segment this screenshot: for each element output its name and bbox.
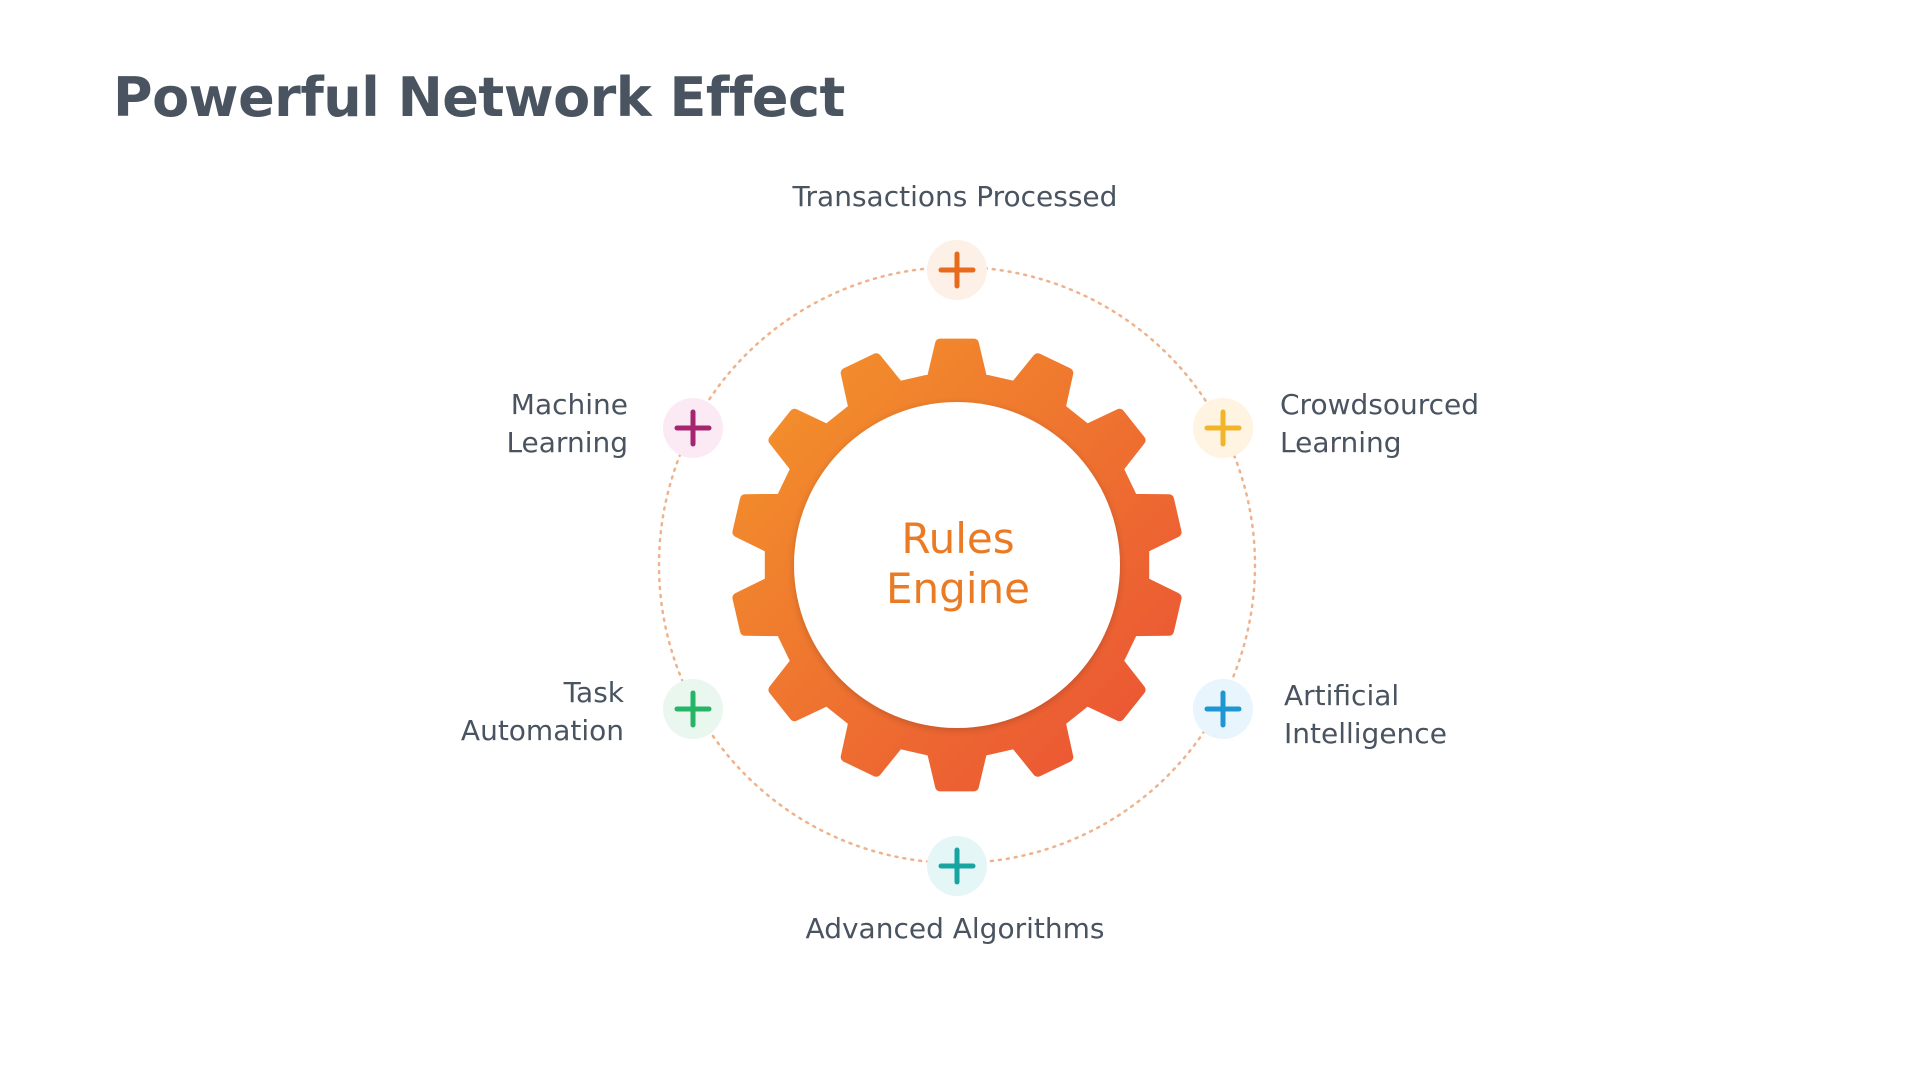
node-left-upper-ml[interactable] — [663, 398, 723, 458]
node-bottom-algorithms[interactable] — [927, 836, 987, 896]
center-label-line1: Rules — [901, 514, 1015, 563]
slide-title: Powerful Network Effect — [113, 66, 845, 129]
label-crowdsourced-learning: Crowdsourced Learning — [1280, 386, 1479, 462]
plus-icon — [1204, 690, 1242, 728]
plus-icon — [1204, 409, 1242, 447]
center-label: Rules Engine — [808, 514, 1108, 614]
label-line: Learning — [1280, 426, 1402, 459]
label-line: Task — [563, 676, 624, 709]
plus-icon — [674, 690, 712, 728]
label-line: Automation — [460, 714, 624, 747]
label-line: Learning — [506, 426, 628, 459]
center-label-line2: Engine — [886, 564, 1030, 613]
gear-hub — [794, 402, 1120, 728]
node-left-lower-automation[interactable] — [663, 679, 723, 739]
orbit-ring — [657, 265, 1257, 865]
plus-icon — [938, 251, 976, 289]
label-advanced-algorithms: Advanced Algorithms — [720, 910, 1190, 948]
node-right-lower-ai[interactable] — [1193, 679, 1253, 739]
label-task-automation: Task Automation — [461, 674, 624, 750]
label-line: Machine — [510, 388, 628, 421]
label-line: Artificial — [1284, 679, 1400, 712]
label-line: Intelligence — [1284, 717, 1447, 750]
label-transactions-processed: Transactions Processed — [720, 178, 1190, 216]
plus-icon — [674, 409, 712, 447]
node-top-transactions[interactable] — [927, 240, 987, 300]
label-line: Crowdsourced — [1280, 388, 1480, 421]
node-right-upper-crowdsourced[interactable] — [1193, 398, 1253, 458]
label-machine-learning: Machine Learning — [506, 386, 628, 462]
label-artificial-intelligence: Artificial Intelligence — [1284, 677, 1447, 753]
label-line: Advanced Algorithms — [805, 912, 1105, 945]
label-line: Transactions Processed — [792, 180, 1118, 213]
plus-icon — [938, 847, 976, 885]
